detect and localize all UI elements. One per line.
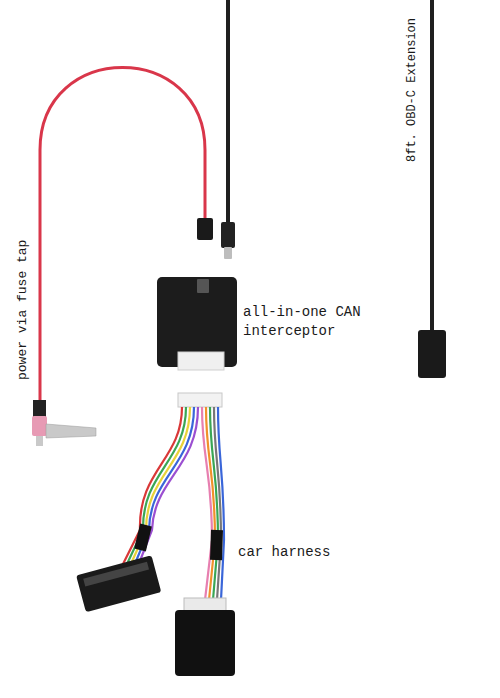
part-label: car harness (238, 543, 330, 562)
obd-c-extension (418, 0, 446, 378)
part-label: all-in-one CAN interceptor (243, 303, 375, 341)
cable-label: 8ft. OBD-C Extension (404, 18, 420, 162)
fuse-tap (32, 400, 96, 446)
cable-label: power via fuse tap (14, 240, 32, 380)
interceptor-box (157, 277, 237, 370)
harness-connector-right (175, 598, 235, 676)
usb-c-cable (221, 0, 235, 259)
harness-connector-left (76, 555, 161, 612)
power-connector (197, 218, 213, 240)
